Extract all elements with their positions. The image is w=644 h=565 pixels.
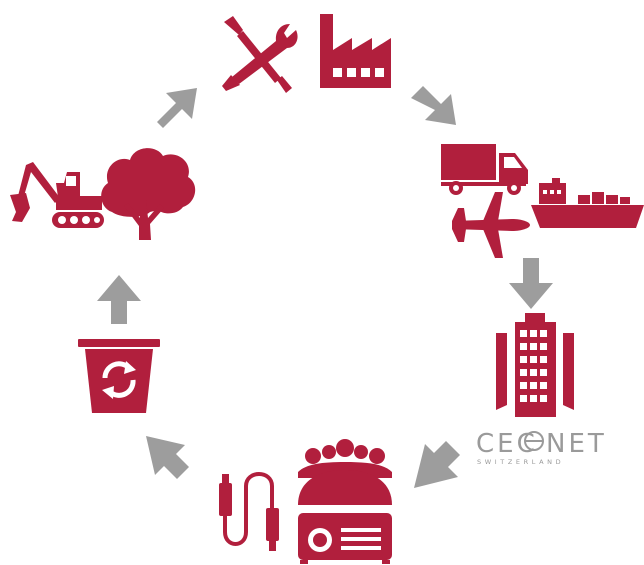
arrow-event-to-recycle [146,436,189,479]
arrow-tree-to-tools [157,88,197,128]
cable-icon [219,472,279,551]
truck-icon [441,144,528,195]
brand-name-right: NET [546,429,607,459]
recycle-bin-icon [78,339,160,413]
brand-logo-mark [524,431,544,451]
tools-icon [222,16,298,93]
audience-icon [298,439,392,505]
excavator-icon [10,162,104,228]
arrow-recycle-to-excavator [97,275,141,324]
brand-tagline: SWITZERLAND [477,458,564,466]
brand-logo: CEC NET SWITZERLAND [476,429,607,466]
arrow-transport-to-building [509,258,553,309]
arrow-factory-to-transport [411,86,456,125]
airplane-icon [452,192,530,258]
ship-icon [531,178,644,228]
tree-icon [101,148,196,240]
office-building-icon [496,313,574,417]
factory-icon [320,14,391,88]
projector-icon [298,513,392,564]
arrow-building-to-event [414,441,460,488]
